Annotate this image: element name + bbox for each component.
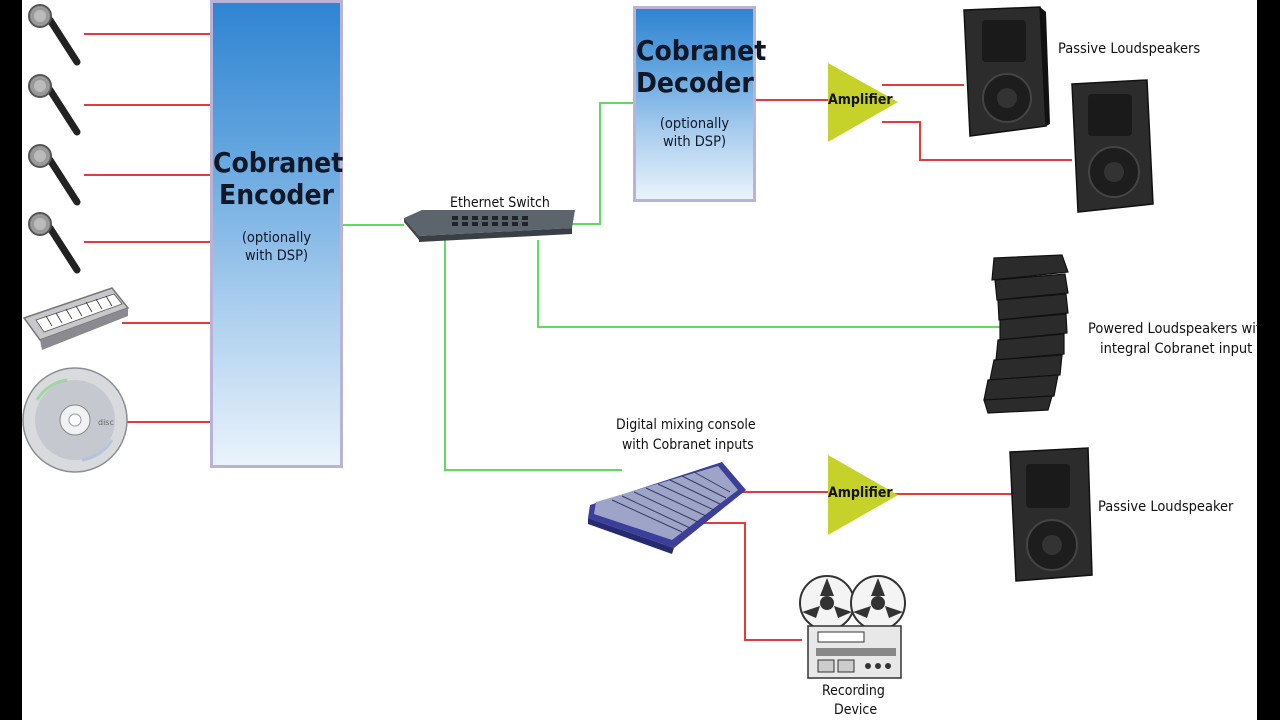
passive-speakers-top-label: Passive Loudspeakers (1058, 41, 1201, 57)
encoder-sub-line2: with DSP) (244, 248, 309, 264)
switch-powered-line (537, 240, 1004, 328)
cd-disc-text: disc (98, 418, 114, 427)
powered-speakers-label-line2: integral Cobranet input (1100, 341, 1253, 357)
microphone-2-icon (28, 74, 81, 136)
decoder-title-line2: Decoder (636, 66, 754, 99)
switch-decoder-line (572, 102, 634, 225)
amplifier-top-label: Amplifier (828, 92, 893, 108)
mixer-label-line2: with Cobranet inputs (622, 437, 754, 453)
connections-layer: disc (22, 4, 1154, 679)
microphone-4-icon (28, 212, 81, 274)
amplifier-bottom-label: Amplifier (828, 485, 893, 501)
keyboard-icon (22, 287, 130, 350)
amplifier-top-icon (828, 63, 898, 142)
passive-speaker-top1-icon (963, 6, 1050, 137)
cobranet-encoder-box: Cobranet Encoder (optionally with DSP) (210, 0, 343, 468)
ethernet-switch-icon (404, 210, 575, 242)
switch-mixer-line (444, 240, 622, 471)
passive-speaker-bottom-icon (1009, 447, 1093, 582)
cobranet-decoder-box: Cobranet Decoder (optionally with DSP) (633, 6, 767, 202)
passive-speaker-top2-icon (1071, 79, 1154, 213)
reel-recorder-icon (799, 575, 906, 679)
encoder-title-line2: Encoder (219, 178, 334, 211)
recorder-label-line2: Device (834, 702, 878, 718)
ethernet-switch-label: Ethernet Switch (450, 195, 550, 211)
encoder-sub-line1: (optionally (241, 230, 312, 246)
recorder-label-line1: Recording (822, 683, 885, 699)
powered-line-array-icon (983, 254, 1069, 414)
mixing-console-icon (588, 462, 746, 554)
decoder-title-line1: Cobranet (636, 34, 767, 67)
passive-speaker-bottom-label: Passive Loudspeaker (1098, 499, 1234, 515)
cd-disc-icon: disc (22, 367, 128, 473)
mixer-recorder-line (698, 522, 802, 641)
decoder-sub-line1: (optionally (659, 116, 730, 132)
amplifier-bottom-icon (828, 455, 898, 535)
encoder-title-line1: Cobranet (213, 146, 344, 179)
microphone-1-icon (28, 4, 81, 66)
powered-speakers-label-line1: Powered Loudspeakers with (1088, 321, 1257, 337)
microphone-3-icon (28, 144, 81, 206)
diagram-canvas: disc (22, 0, 1257, 720)
mixer-label-line1: Digital mixing console (616, 417, 756, 433)
decoder-sub-line2: with DSP) (662, 134, 727, 150)
amp-speaker2-line (882, 121, 1072, 161)
